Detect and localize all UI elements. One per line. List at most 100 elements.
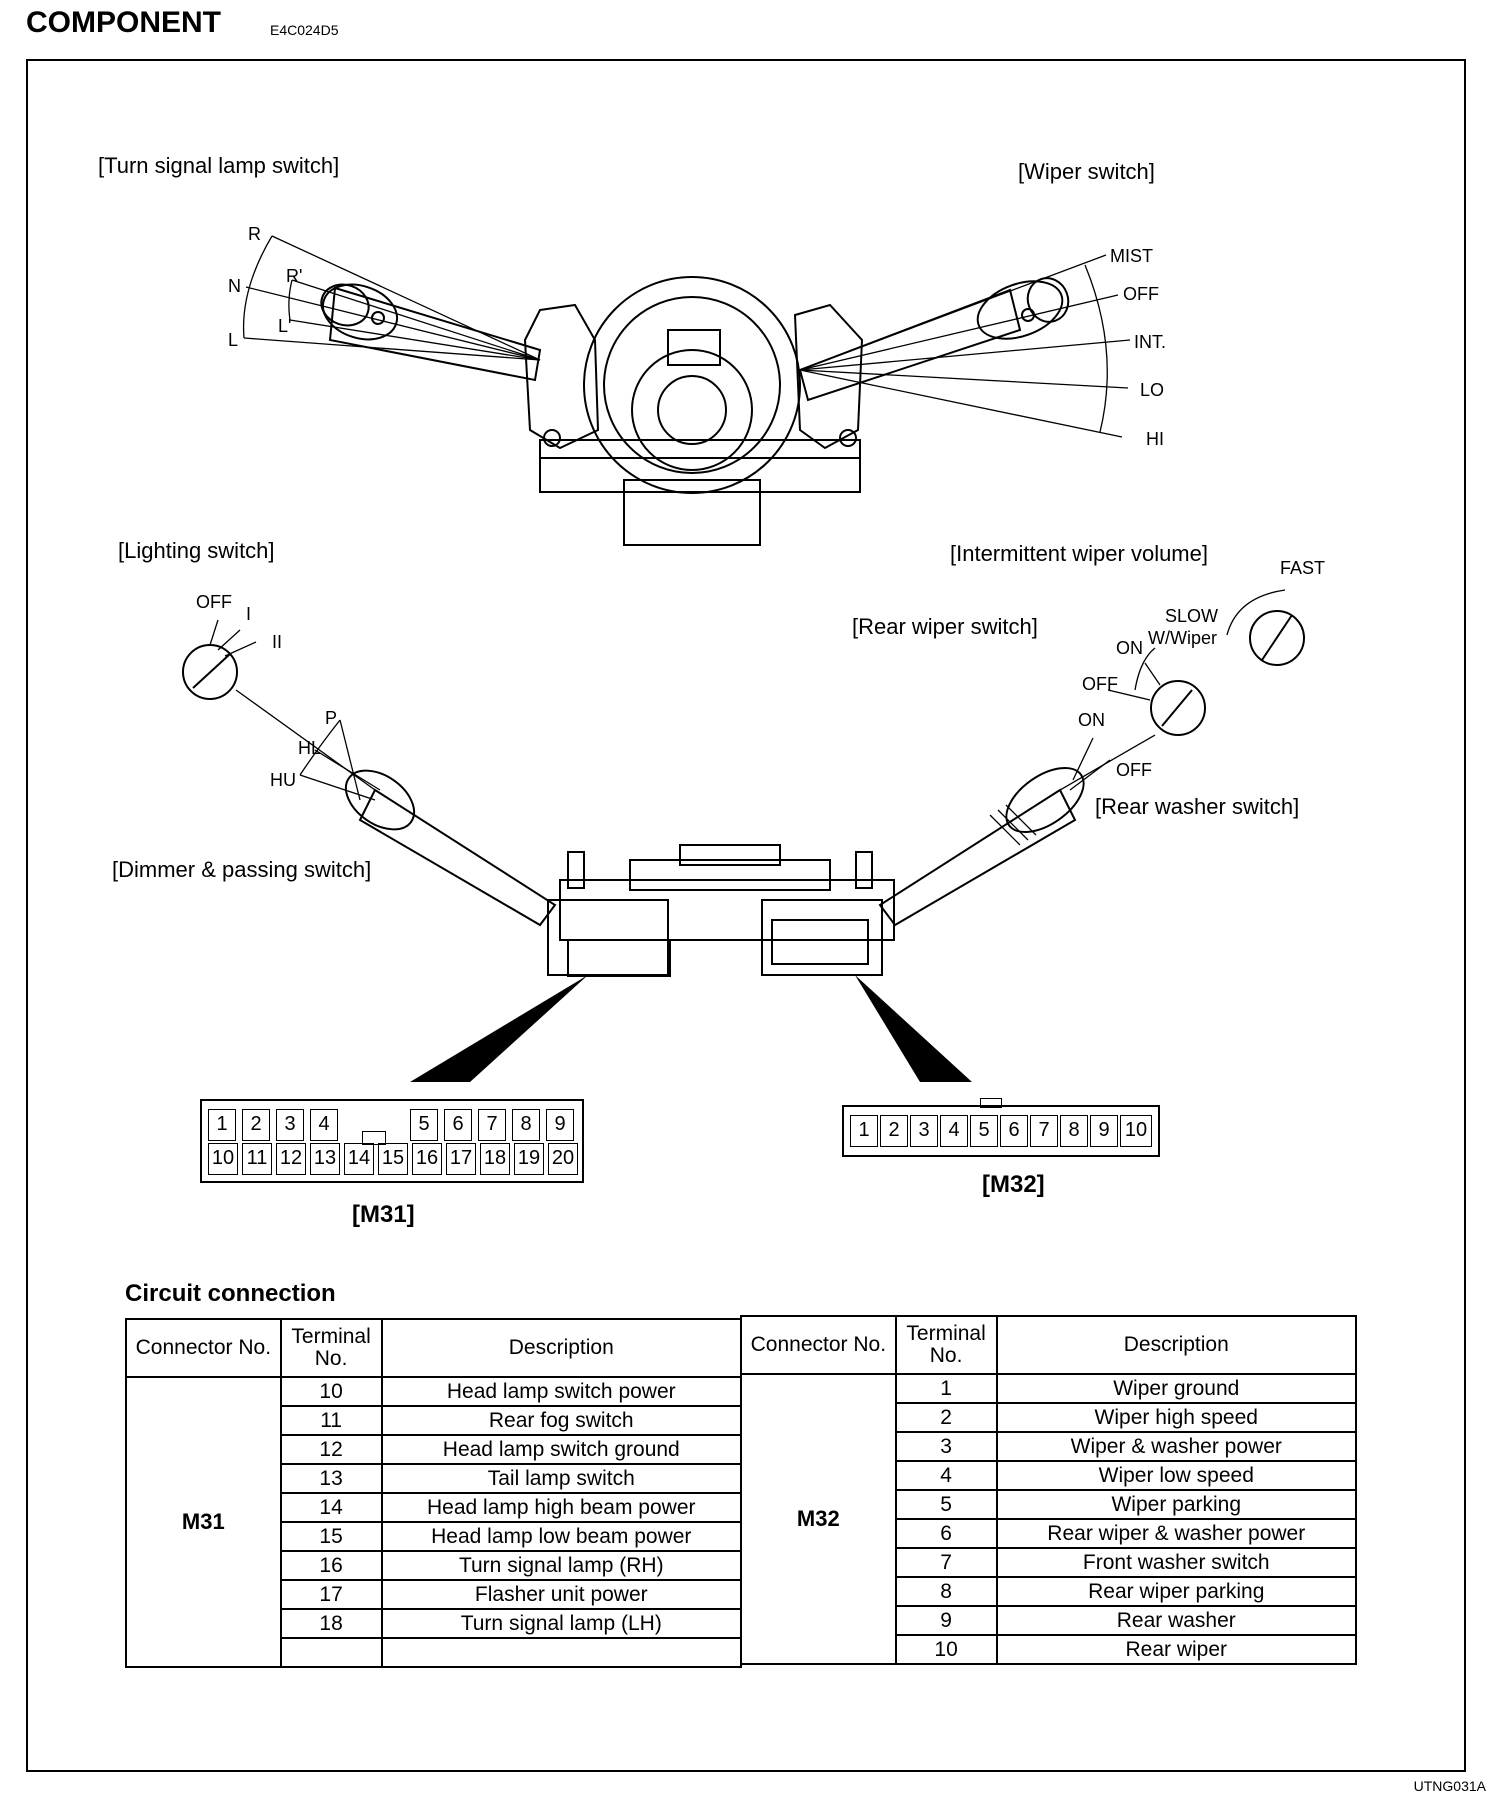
light-pos-off: OFF	[196, 592, 232, 612]
terminal-cell: 5	[894, 1489, 998, 1520]
rear-washer-pos-on: ON	[1078, 710, 1105, 730]
description-cell: Wiper & washer power	[995, 1431, 1358, 1462]
m31-connector: 1 2 3 4 5 6 7 8 9 10 11 12 13 14 15 16 1…	[200, 1099, 584, 1183]
terminal-cell: 15	[279, 1521, 383, 1552]
m31-pin: 19	[514, 1143, 544, 1175]
description-cell: Head lamp high beam power	[380, 1492, 743, 1523]
m32-socket	[771, 919, 869, 965]
header-description: Description	[380, 1318, 743, 1378]
m32-pin: 3	[910, 1115, 938, 1147]
description-cell: Rear washer	[995, 1605, 1358, 1636]
turn-pos-r: R	[248, 224, 261, 244]
page-title: COMPONENT	[26, 6, 221, 39]
description-cell: Wiper high speed	[995, 1402, 1358, 1433]
terminal-cell: 10	[279, 1376, 383, 1407]
dimmer-pos-hl: HL	[298, 738, 321, 758]
terminal-cell: 13	[279, 1463, 383, 1494]
terminal-cell: 2	[894, 1402, 998, 1433]
terminal-cell: 12	[279, 1434, 383, 1465]
m32-pointer	[855, 975, 972, 1082]
m31-pin: 14	[344, 1143, 374, 1175]
m31-pin: 12	[276, 1143, 306, 1175]
description-cell: Flasher unit power	[380, 1579, 743, 1610]
dimmer-label: [Dimmer & passing switch]	[112, 857, 372, 882]
table-row: M31 10 Head lamp switch power	[125, 1376, 743, 1668]
m31-pin: 15	[378, 1143, 408, 1175]
terminal-cell: 14	[279, 1492, 383, 1523]
terminal-cell	[279, 1637, 383, 1668]
m31-pin: 16	[412, 1143, 442, 1175]
m31-pin: 1	[208, 1109, 236, 1141]
rear-wiper-pos-off: OFF	[1082, 674, 1118, 694]
turn-pos-r-prime: R'	[286, 266, 302, 286]
m31-pin: 13	[310, 1143, 340, 1175]
m32-name: [M32]	[982, 1171, 1045, 1198]
m32-pin: 7	[1030, 1115, 1058, 1147]
description-cell: Wiper ground	[995, 1373, 1358, 1404]
terminal-cell: 18	[279, 1608, 383, 1639]
m32-pin: 9	[1090, 1115, 1118, 1147]
description-cell: Turn signal lamp (LH)	[380, 1608, 743, 1639]
dimmer-pos-hu: HU	[270, 770, 296, 790]
m32-key	[980, 1098, 1002, 1108]
lighting-switch-label: [Lighting switch]	[118, 538, 275, 563]
connector-cell: M31	[125, 1376, 282, 1668]
m31-pin: 3	[276, 1109, 304, 1141]
figure-frame	[26, 59, 1466, 1772]
terminal-cell: 4	[894, 1460, 998, 1491]
description-cell: Front washer switch	[995, 1547, 1358, 1578]
description-cell: Tail lamp switch	[380, 1463, 743, 1494]
wiper-switch-label: [Wiper switch]	[1018, 159, 1155, 184]
description-cell	[380, 1637, 743, 1668]
m32-connector: 1 2 3 4 5 6 7 8 9 10	[842, 1098, 1160, 1157]
m32-pin: 8	[1060, 1115, 1088, 1147]
section-code: E4C024D5	[270, 22, 339, 38]
m31-pin: 4	[310, 1109, 338, 1141]
m31-pin: 5	[410, 1109, 438, 1141]
dimmer-pos-p: P	[325, 708, 337, 728]
m32-pin: 5	[970, 1115, 998, 1147]
rear-wiper-pos-on: ON	[1116, 638, 1143, 658]
m31-pin: 9	[546, 1109, 574, 1141]
m31-pin: 20	[548, 1143, 578, 1175]
terminal-cell: 17	[279, 1579, 383, 1610]
interval-pos-slow: SLOW	[1165, 606, 1218, 626]
terminal-cell: 3	[894, 1431, 998, 1462]
wiper-pos-lo: LO	[1140, 380, 1164, 400]
m31-pin: 8	[512, 1109, 540, 1141]
header-terminal: Terminal No.	[279, 1318, 383, 1378]
m32-pin: 6	[1000, 1115, 1028, 1147]
description-cell: Rear wiper & washer power	[995, 1518, 1358, 1549]
m31-pin: 11	[242, 1143, 272, 1175]
m31-pin: 2	[242, 1109, 270, 1141]
light-pos-ii: II	[272, 632, 282, 652]
circuit-table-m32: Connector No. Terminal No. Description M…	[740, 1315, 1358, 1665]
description-cell: Head lamp low beam power	[380, 1521, 743, 1552]
rear-washer-pos-off: OFF	[1116, 760, 1152, 780]
intermittent-label: [Intermittent wiper volume]	[950, 541, 1208, 566]
description-cell: Head lamp switch power	[380, 1376, 743, 1407]
terminal-cell: 8	[894, 1576, 998, 1607]
rear-washer-label: [Rear washer switch]	[1095, 794, 1300, 819]
m31-key	[362, 1131, 386, 1145]
intermittent-knob	[1249, 610, 1305, 666]
interval-pos-fast: FAST	[1280, 558, 1325, 578]
m32-pin: 4	[940, 1115, 968, 1147]
m31-pin: 18	[480, 1143, 510, 1175]
rear-wiper-label: [Rear wiper switch]	[852, 614, 1038, 639]
m31-pointer	[410, 975, 588, 1082]
m31-pin: 7	[478, 1109, 506, 1141]
circuit-title: Circuit connection	[125, 1280, 336, 1307]
wiper-pos-hi: HI	[1146, 429, 1164, 449]
rear-wiper-knob	[1150, 680, 1206, 736]
